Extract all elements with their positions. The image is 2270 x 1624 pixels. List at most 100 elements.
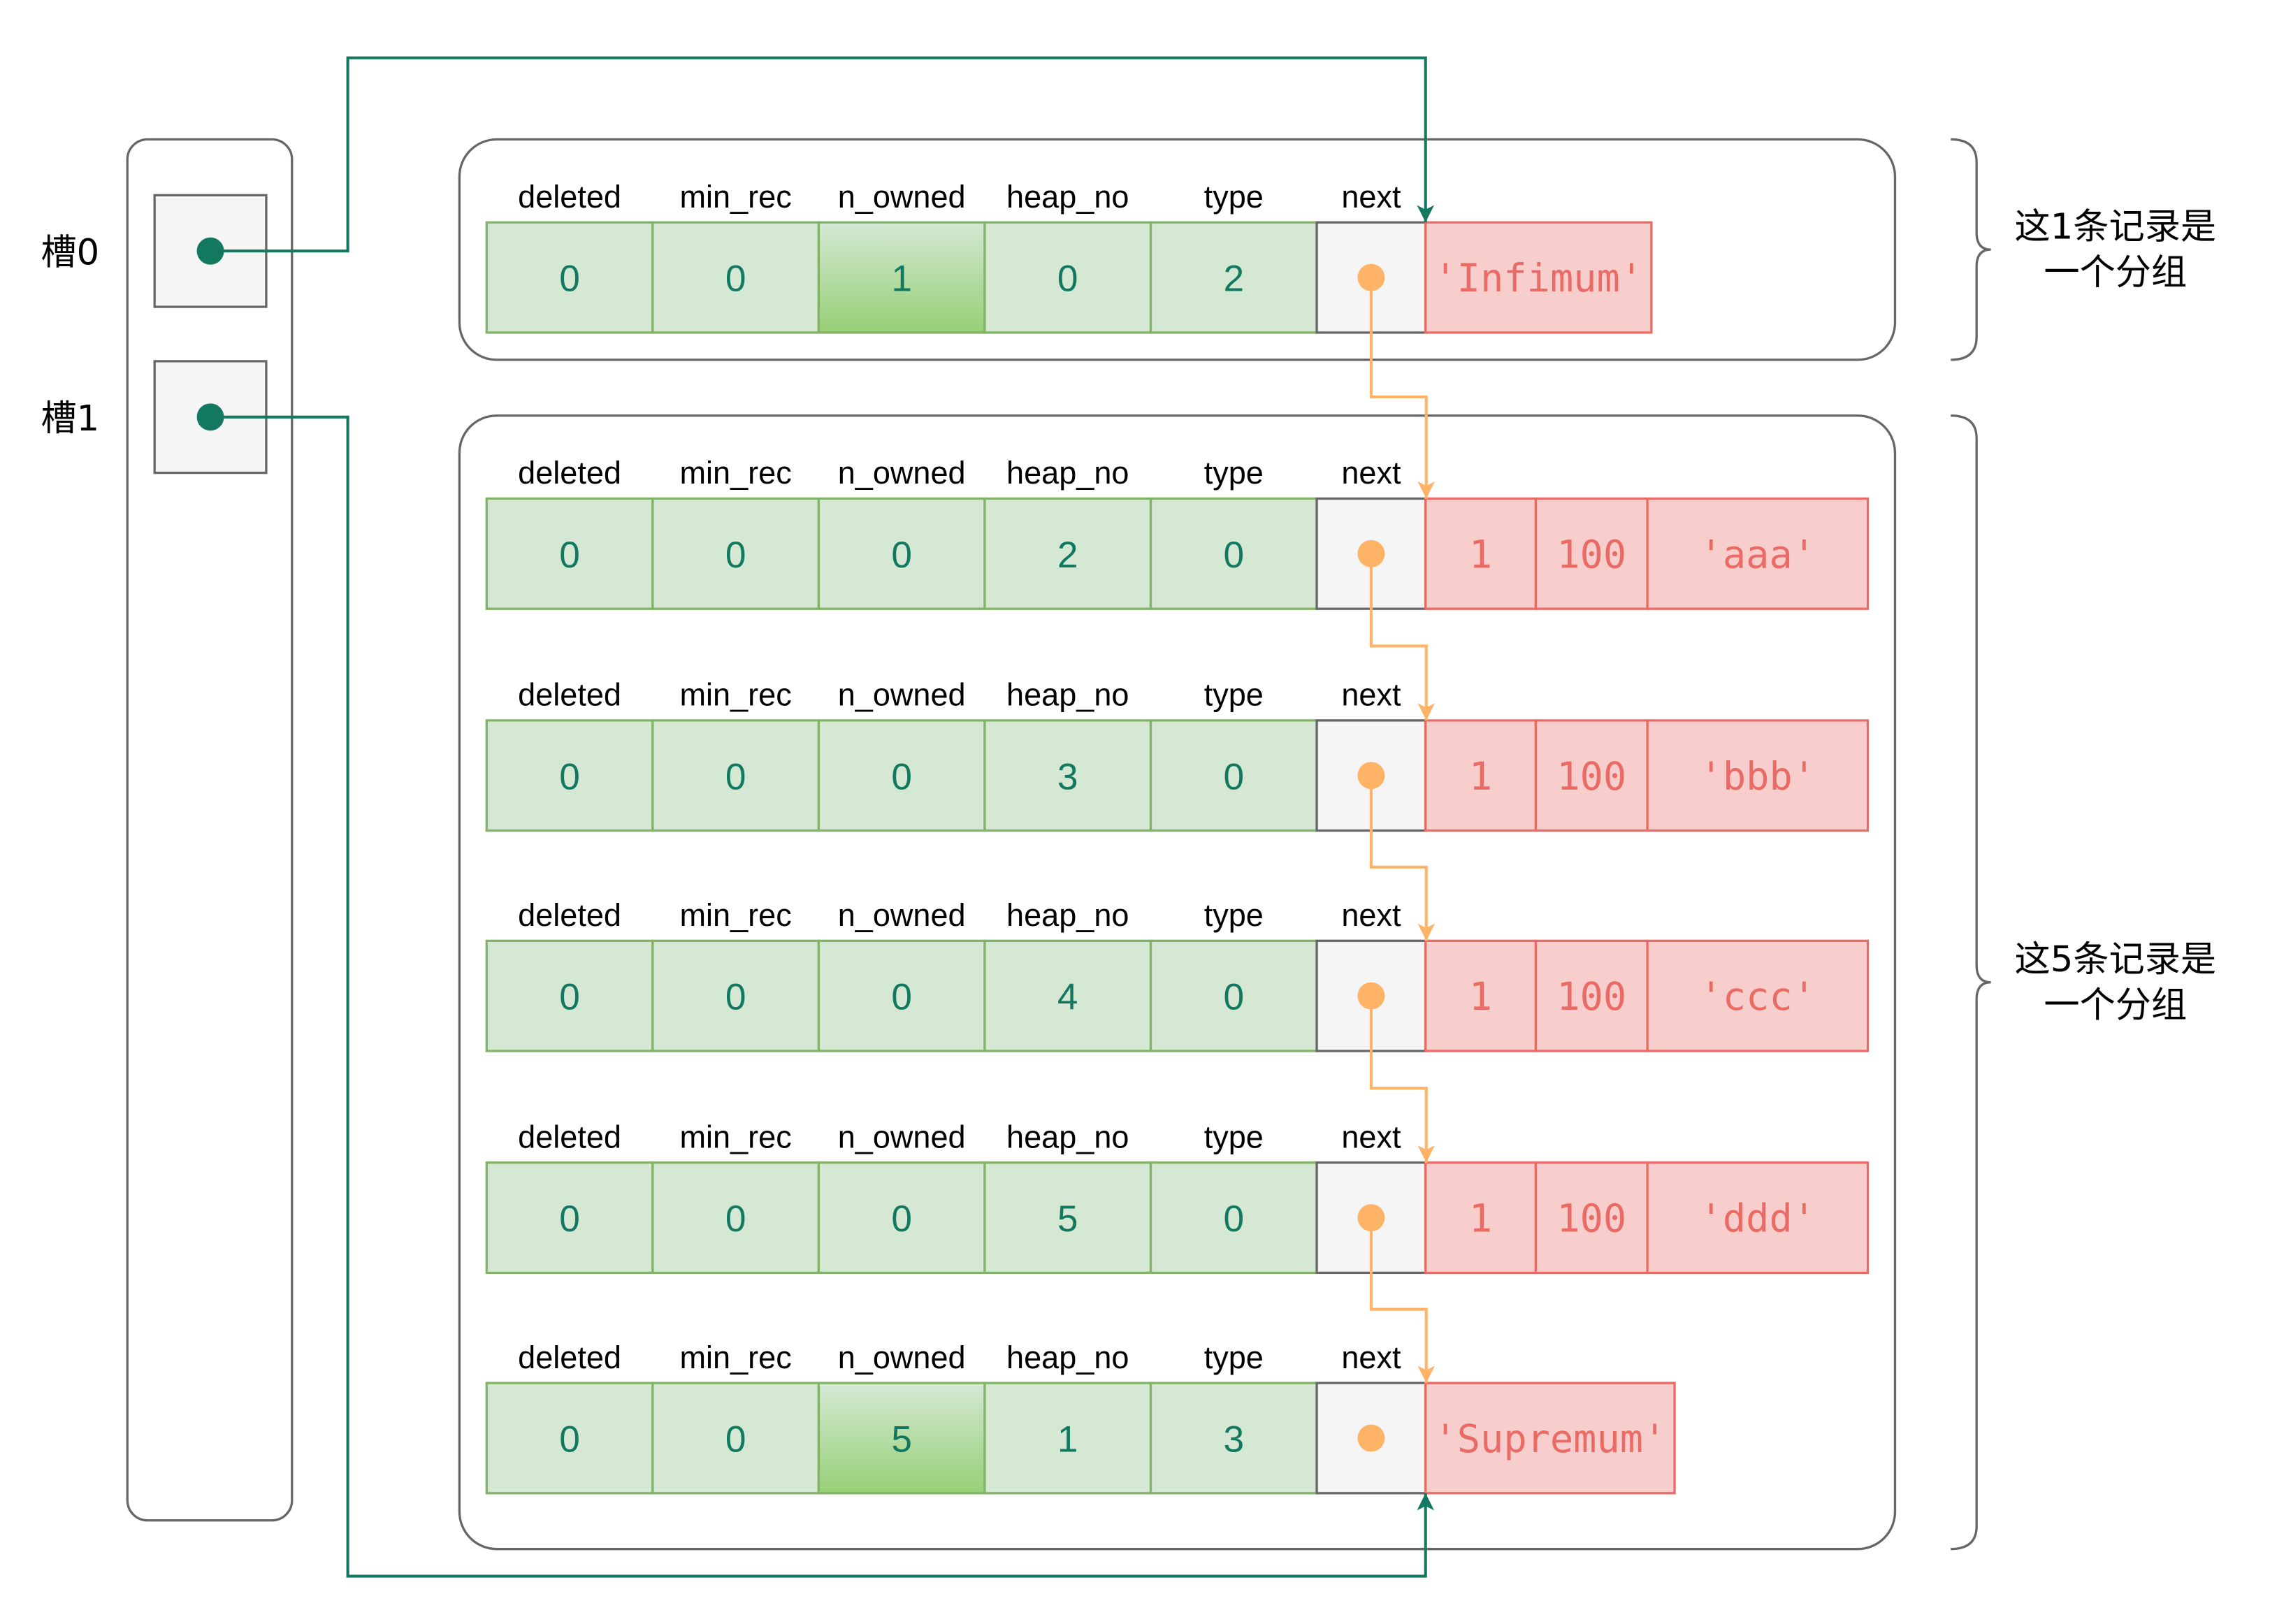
field-heap-no-value: 3 (1057, 756, 1078, 797)
record-data-cell (1646, 719, 1870, 832)
record-data-value: 'aaa' (1700, 532, 1816, 577)
field-type-value: 3 (1224, 1419, 1245, 1460)
record-data-value: 100 (1556, 755, 1626, 799)
slot-0-label: 槽0 (41, 231, 99, 273)
next-record-link (1369, 775, 1436, 941)
group-brace (1951, 138, 1991, 361)
field-header-deleted: deleted (518, 677, 621, 713)
field-type-value: 0 (1224, 1198, 1245, 1240)
field-header-heap-no: heap_no (1006, 455, 1129, 491)
field-deleted-value: 0 (559, 756, 580, 797)
field-type-value: 0 (1224, 756, 1245, 797)
record-data-cell (1646, 939, 1870, 1052)
field-header-heap-no: heap_no (1006, 677, 1129, 713)
field-deleted-cell (485, 1382, 654, 1495)
field-header-n-owned: n_owned (838, 897, 966, 933)
field-header-heap-no: heap_no (1006, 1340, 1129, 1375)
field-header-type: type (1204, 677, 1264, 713)
field-min-rec-value: 0 (725, 1198, 746, 1240)
record-data-value: 'Supremum' (1433, 1417, 1666, 1462)
field-header-n-owned: n_owned (838, 1119, 966, 1154)
record-data-value: 'bbb' (1700, 755, 1816, 799)
slot-directory-panel (126, 138, 294, 1522)
field-header-type: type (1204, 1119, 1264, 1154)
group-note-line: 一个分组 (2044, 252, 2187, 293)
next-record-link (1369, 996, 1436, 1163)
next-record-link (1369, 1217, 1436, 1384)
field-n-owned-cell (817, 939, 986, 1052)
record-data-value: 'ddd' (1700, 1197, 1816, 1242)
slot-1-label: 槽1 (41, 398, 99, 440)
field-type-cell (1149, 1161, 1318, 1275)
record-data-cell (1534, 497, 1649, 610)
group-note-line: 一个分组 (2044, 984, 2187, 1026)
field-heap-no-value: 0 (1057, 259, 1078, 300)
record-data-cell (1646, 1161, 1870, 1275)
frames-layer (126, 138, 1991, 1551)
field-type-value: 0 (1224, 977, 1245, 1018)
record-data-cell (1424, 1382, 1676, 1495)
field-header-type: type (1204, 179, 1264, 215)
field-header-min-rec: min_rec (680, 897, 792, 933)
field-n-owned-value: 0 (891, 756, 912, 797)
record-data-value: 'Infimum' (1434, 256, 1644, 301)
record-data-value: 100 (1556, 532, 1626, 577)
field-heap-no-cell (983, 1161, 1152, 1275)
field-header-deleted: deleted (518, 1119, 621, 1154)
field-type-cell (1149, 939, 1318, 1052)
next-pointer-dot (1357, 263, 1385, 291)
record-data-cell (1424, 1161, 1538, 1275)
field-n-owned-value: 0 (891, 977, 912, 1018)
field-n-owned-value: 0 (891, 535, 912, 576)
field-n-owned-cell (817, 719, 986, 832)
field-type-cell (1149, 719, 1318, 832)
group-note-line: 这1条记录是 (2015, 205, 2217, 247)
field-header-min-rec: min_rec (680, 179, 792, 215)
field-header-next: next (1341, 455, 1401, 491)
field-type-cell (1149, 497, 1318, 610)
field-deleted-cell (485, 1161, 654, 1275)
field-header-deleted: deleted (518, 179, 621, 215)
field-heap-no-value: 5 (1057, 1198, 1078, 1240)
field-n-owned-value: 5 (891, 1419, 912, 1460)
record-data-value: 1 (1469, 755, 1492, 799)
field-heap-no-value: 4 (1057, 977, 1078, 1018)
field-min-rec-cell (651, 939, 820, 1052)
field-deleted-value: 0 (559, 1419, 580, 1460)
pointer-dots-layer (196, 237, 1385, 1452)
field-header-deleted: deleted (518, 1340, 621, 1375)
group-note-line: 这5条记录是 (2015, 938, 2217, 980)
field-type-value: 0 (1224, 535, 1245, 576)
next-pointer-dot (1357, 539, 1385, 567)
field-header-min-rec: min_rec (680, 1340, 792, 1375)
field-deleted-value: 0 (559, 977, 580, 1018)
record-data-cell (1646, 497, 1870, 610)
record-data-value: 100 (1556, 975, 1626, 1020)
field-min-rec-value: 0 (725, 977, 746, 1018)
field-heap-no-value: 2 (1057, 535, 1078, 576)
field-min-rec-value: 0 (725, 756, 746, 797)
field-heap-no-value: 1 (1057, 1419, 1078, 1460)
field-min-rec-value: 0 (725, 535, 746, 576)
field-heap-no-cell (983, 939, 1152, 1052)
record-data-value: 1 (1469, 975, 1492, 1020)
record-data-cell (1424, 221, 1653, 334)
record-data-cell (1534, 719, 1649, 832)
record-data-cell (1534, 939, 1649, 1052)
field-n-owned-cell (817, 497, 986, 610)
next-pointer-dot (1357, 1204, 1385, 1232)
field-n-owned-cell (817, 1382, 986, 1495)
record-data-value: 1 (1469, 532, 1492, 577)
field-header-deleted: deleted (518, 455, 621, 491)
field-deleted-cell (485, 719, 654, 832)
field-header-next: next (1341, 1119, 1401, 1154)
field-min-rec-cell (651, 221, 820, 334)
record-data-cell (1534, 1161, 1649, 1275)
field-deleted-value: 0 (559, 535, 580, 576)
field-min-rec-cell (651, 497, 820, 610)
field-deleted-cell (485, 221, 654, 334)
field-header-n-owned: n_owned (838, 677, 966, 713)
